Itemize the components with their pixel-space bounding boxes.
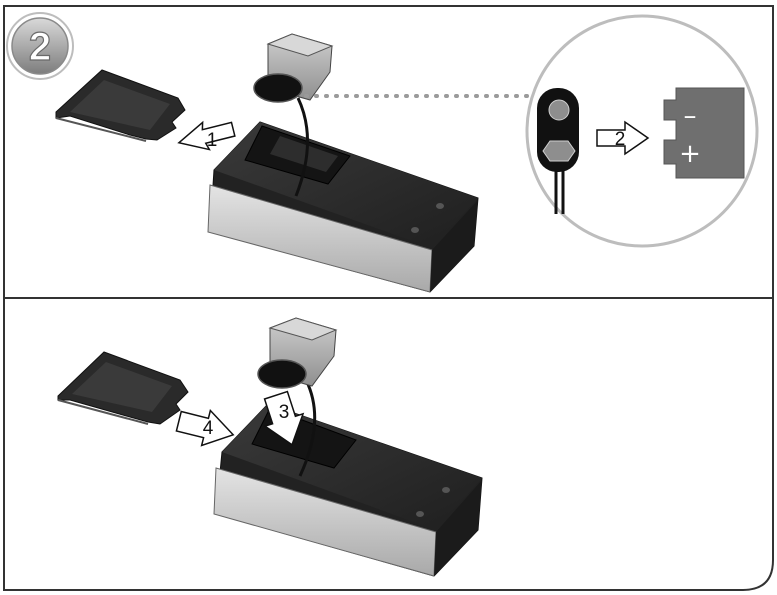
panel-top: 1 2 – + — [55, 14, 759, 293]
snap-hex-terminal — [542, 140, 576, 162]
arrow-1-label: 1 — [207, 130, 218, 151]
snap-round-terminal — [548, 99, 570, 121]
magnified-detail: 2 – + — [525, 14, 759, 248]
battery-cover-top — [55, 69, 186, 142]
screw-hole — [442, 487, 450, 493]
screw-hole — [411, 227, 419, 233]
snap-connector-detail — [537, 88, 579, 214]
arrow-4: 4 — [175, 409, 235, 447]
step-number: 2 — [29, 25, 51, 69]
minus-sign: – — [684, 101, 697, 131]
plus-sign: + — [679, 139, 701, 169]
battery-snap-connector — [253, 73, 303, 103]
screw-hole — [416, 511, 424, 517]
arrow-2-label: 2 — [615, 129, 626, 150]
battery-terminal-detail: – + — [663, 87, 745, 179]
step-badge: 2 — [6, 12, 74, 80]
arrow-2: 2 — [596, 120, 650, 156]
battery-9v-bottom — [257, 317, 338, 477]
battery-snap-connector — [257, 359, 307, 389]
arrow-4-label: 4 — [203, 418, 214, 439]
screw-hole — [436, 203, 444, 209]
battery-9v-top — [253, 33, 334, 197]
battery-cover-bottom — [57, 351, 189, 425]
panel-bottom: 3 4 — [57, 317, 483, 577]
remote-device-top — [207, 121, 479, 293]
arrow-1: 1 — [177, 120, 236, 151]
arrow-3-label: 3 — [279, 402, 290, 423]
arrow-3: 3 — [263, 390, 305, 446]
